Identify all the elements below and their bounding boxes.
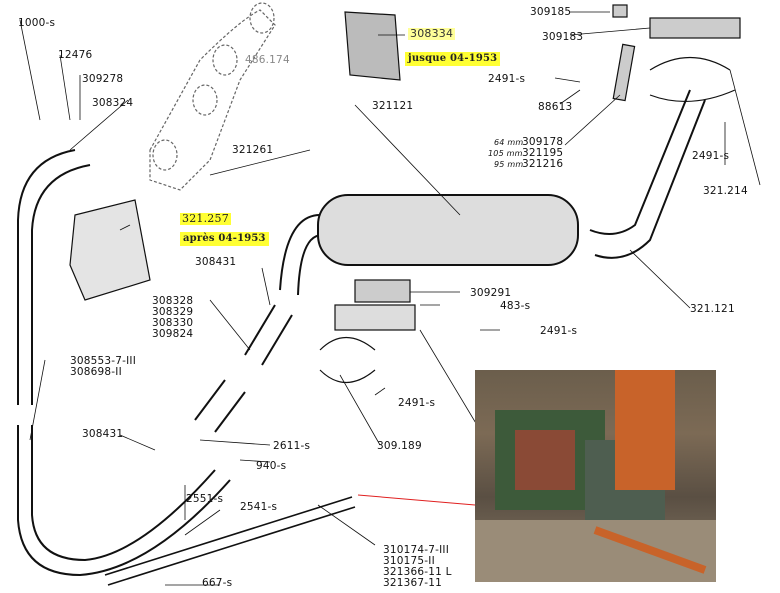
length-label: 105 mm: [488, 149, 523, 158]
part-label: 1000-s: [18, 17, 56, 29]
part-label: 12476: [58, 49, 93, 61]
date-note-until: jusque 04-1953: [405, 52, 501, 66]
part-label: 308698-II: [70, 366, 122, 378]
part-label: 483-s: [500, 300, 531, 312]
heat-shield-308334: [344, 11, 401, 81]
part-label: 308330: [152, 317, 194, 329]
part-label: 321195: [522, 147, 564, 159]
part-label: 321216: [522, 158, 564, 170]
part-label: 2491-s: [398, 397, 436, 409]
part-label: 310175-II: [383, 555, 435, 567]
length-label: 64 mm: [494, 138, 524, 147]
bracket: [334, 304, 416, 331]
part-label: 309185: [530, 6, 572, 18]
tie-rod: [104, 496, 356, 586]
date-note-after: après 04-1953: [180, 232, 269, 246]
part-label: 2491-s: [540, 325, 578, 337]
manifold-outline: [149, 9, 276, 191]
part-label: 88613: [538, 101, 573, 113]
part-label: 321.121: [690, 303, 735, 315]
length-label: 95 mm: [494, 160, 524, 169]
part-label: 309183: [542, 31, 584, 43]
part-label: 308329: [152, 306, 194, 318]
part-label: 308431: [195, 256, 237, 268]
front-pipe-lower: [17, 425, 231, 577]
part-label: 309178: [522, 136, 564, 148]
part-label: 308324: [92, 97, 134, 109]
part-label: 2551-s: [186, 493, 224, 505]
part-label: 2611-s: [273, 440, 311, 452]
part-label: 321261: [232, 144, 274, 156]
clamp-309189: [319, 337, 376, 383]
engine-photo: [475, 370, 716, 582]
part-label: 321.214: [703, 185, 748, 197]
muffler: [317, 194, 579, 266]
part-label: 308328: [152, 295, 194, 307]
part-label: 309291: [470, 287, 512, 299]
part-label: 308553-7-III: [70, 355, 137, 367]
part-label: 308431: [82, 428, 124, 440]
hanger-block: [612, 4, 628, 18]
part-label: 486.174: [245, 54, 290, 66]
part-label: 309.189: [377, 440, 422, 452]
elbow-pipe: [279, 214, 323, 296]
part-label: 309824: [152, 328, 194, 340]
part-label: 2541-s: [240, 501, 278, 513]
flex-pipe: [244, 304, 293, 366]
tailpipe: [589, 89, 706, 259]
shim-plate: [612, 43, 636, 102]
photo-arrow: [357, 494, 476, 506]
middle-pipe: [194, 379, 246, 433]
bracket-309291: [354, 279, 411, 303]
part-label: 321121: [372, 100, 414, 112]
part-label: 2491-s: [488, 73, 526, 85]
part-label: 940-s: [256, 460, 287, 472]
part-label: 667-s: [202, 577, 233, 589]
heat-shield-321257: [69, 199, 151, 301]
part-label-highlighted: 321.257: [180, 212, 231, 225]
part-label: 321366-11 L: [383, 566, 452, 578]
front-pipe-upper: [17, 149, 91, 405]
engine-photo-art: [475, 370, 716, 582]
part-label: 309278: [82, 73, 124, 85]
part-label: 321367-11: [383, 577, 443, 589]
part-label-highlighted: 308334: [408, 27, 456, 40]
part-label: 2491-s: [692, 150, 730, 162]
clamp-upper: [649, 56, 736, 102]
part-label: 310174-7-III: [383, 544, 450, 556]
hanger-bar: [649, 17, 741, 39]
